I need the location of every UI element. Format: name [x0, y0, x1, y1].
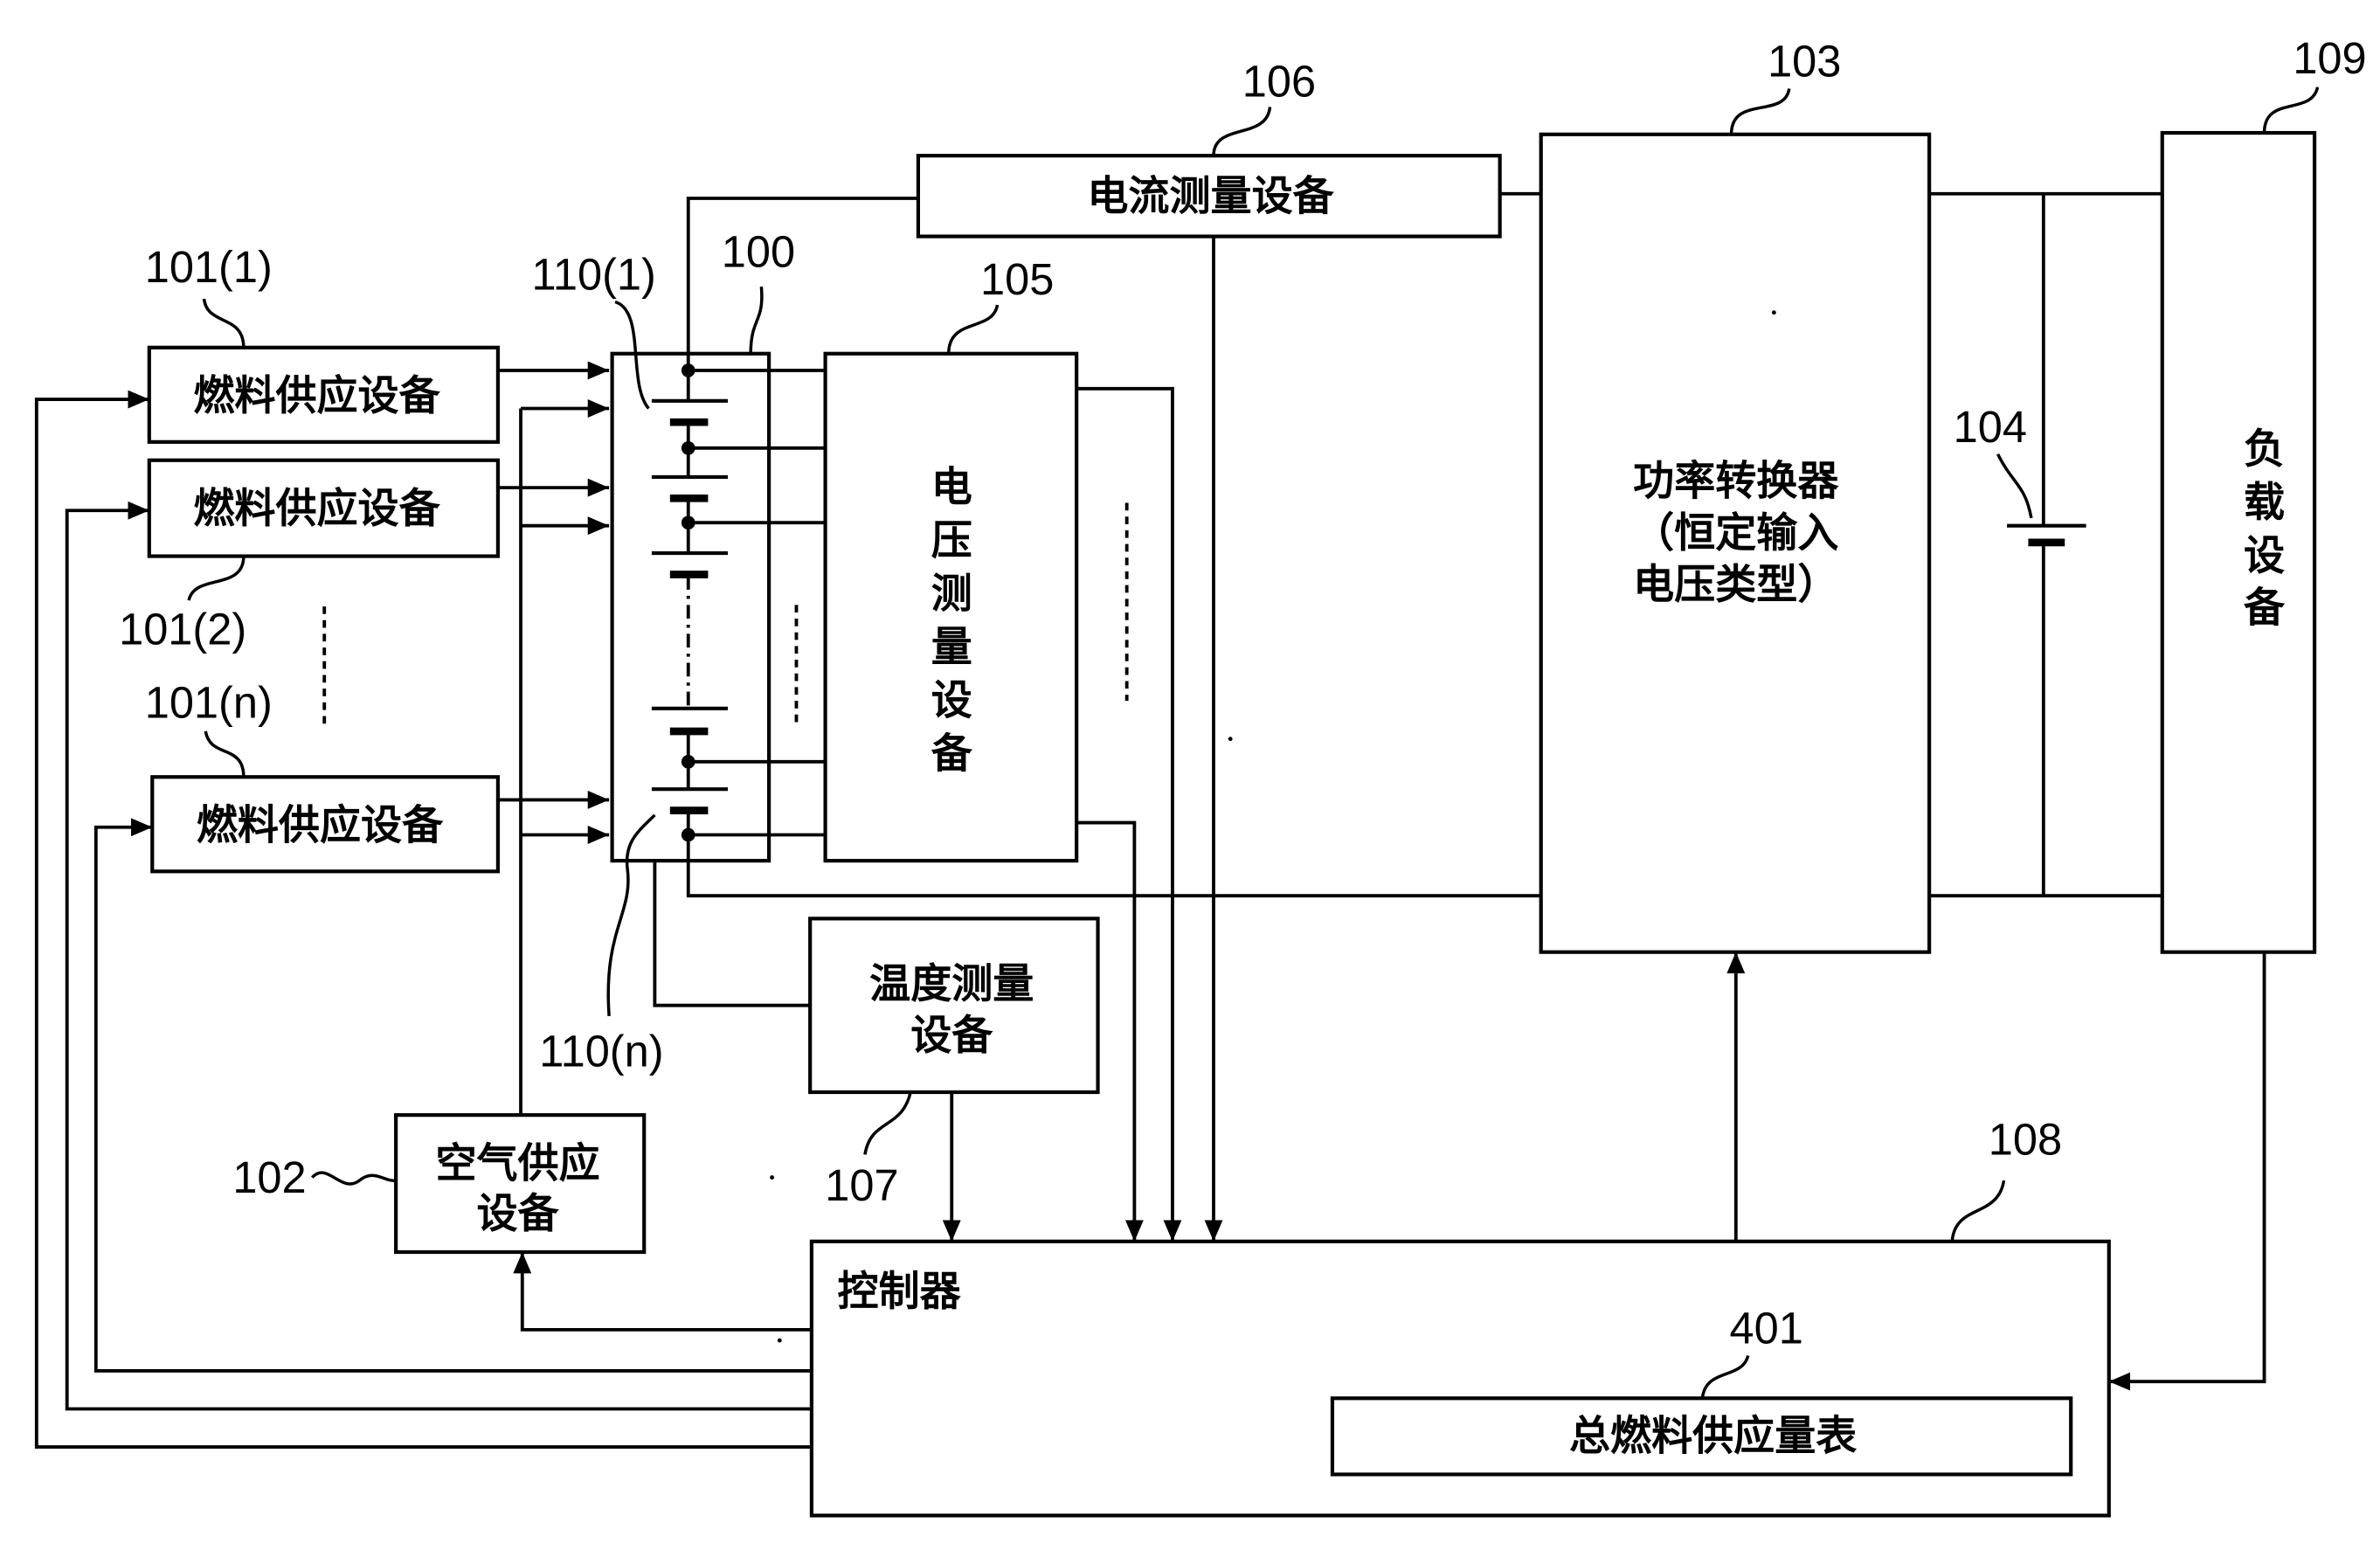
voltage-meter-block: 电 压 测 量 设 备 [823, 351, 1079, 863]
leader-108 [1950, 1180, 2006, 1242]
node-dot [681, 827, 695, 842]
air-supply-box [394, 1113, 647, 1255]
stack-box [610, 351, 771, 863]
air-supply-label-line-2: 设备 [476, 1190, 559, 1238]
power-converter-label-line-1: 功率转换器 [1633, 458, 1839, 506]
node-dot [681, 440, 695, 455]
ref-106: 106 [1242, 56, 1316, 106]
arrow-controller-to-fuel-n [93, 818, 812, 1373]
node-dot [681, 363, 695, 377]
leader-101-2 [187, 556, 246, 601]
fuel-supply-n-label: 燃料供应设备 [197, 802, 444, 850]
total-fuel-meter-label: 总燃料供应量表 [1569, 1412, 1857, 1460]
speck [1228, 737, 1233, 742]
leader-101-1 [202, 298, 246, 348]
speck [1771, 310, 1776, 315]
voltage-meter-char-1: 电 [931, 464, 972, 512]
voltage-meter-char-3: 测 [931, 571, 972, 619]
power-converter-label-line-3: 电压类型） [1633, 561, 1838, 609]
load-block: 负 载 设 备 [2160, 130, 2317, 954]
ref-104: 104 [1954, 402, 2027, 452]
voltage-meter-char-5: 设 [931, 677, 972, 725]
fuel-supply-2-box [147, 458, 500, 558]
load-box [2160, 130, 2317, 954]
fuel-supply-n-box [150, 775, 500, 874]
leader-103 [1729, 88, 1791, 135]
battery-104 [2007, 523, 2086, 547]
air-supply-block: 空气供应 设备 [394, 1113, 647, 1255]
leader-100 [749, 286, 764, 354]
ref-109: 109 [2293, 33, 2366, 83]
ref-105: 105 [980, 254, 1054, 304]
voltage-meter-box [823, 351, 1079, 863]
current-meter-block: 电流测量设备 [916, 154, 1502, 239]
air-supply-label-line-1: 空气供应 [435, 1139, 599, 1187]
ref-100: 100 [722, 226, 795, 276]
ref-101-n: 101(n) [145, 677, 273, 727]
ref-103: 103 [1768, 37, 1841, 86]
speck [777, 1338, 782, 1343]
ref-102: 102 [232, 1152, 306, 1202]
leader-110-n [606, 813, 656, 1016]
ref-101-2: 101(2) [119, 605, 246, 654]
node-dot [681, 516, 695, 530]
reference-numbers: 106 103 109 101(1) 110(1) 100 105 101(2)… [119, 33, 2367, 1353]
temperature-meter-block: 温度测量 设备 [808, 917, 1100, 1095]
leader-101-n [204, 730, 246, 778]
speck [770, 1175, 775, 1180]
leader-102 [310, 1171, 397, 1186]
connectors [34, 191, 2266, 1450]
voltage-meter-char-6: 备 [931, 730, 973, 778]
leader-401 [1700, 1354, 1750, 1399]
fuel-supply-1-box [147, 345, 500, 444]
node-dot [681, 754, 695, 769]
ref-108: 108 [1989, 1115, 2062, 1165]
power-converter-label-line-2: （恒定输入 [1633, 509, 1838, 557]
fuel-supply-2-label: 燃料供应设备 [193, 485, 440, 533]
ref-110-1: 110(1) [532, 250, 656, 300]
arrow-voltage-to-controller-1 [1076, 386, 1182, 1242]
temperature-meter-box [808, 917, 1100, 1095]
power-converter-box [1539, 132, 1932, 954]
leader-107 [863, 1091, 912, 1155]
fuel-supply-1-label: 燃料供应设备 [193, 372, 440, 420]
arrow-controller-to-fuel-2 [65, 501, 812, 1411]
current-meter-label: 电流测量设备 [1087, 173, 1334, 221]
arrow-controller-to-fuel-1 [34, 390, 812, 1450]
fuel-cell-stack-block [610, 351, 771, 863]
arrow-controller-to-air [513, 1252, 812, 1332]
voltage-meter-char-2: 压 [931, 517, 972, 565]
arrow-voltage-to-controller-2 [1076, 820, 1144, 1242]
leader-105 [947, 304, 1000, 354]
leader-110-1 [614, 300, 650, 410]
wire-stack-to-current-meter [686, 197, 918, 370]
controller-block: 控制器 总燃料供应量表 [809, 1239, 2111, 1518]
load-label-char-3: 设 [2244, 532, 2285, 580]
ref-107: 107 [825, 1160, 898, 1210]
leader-104 [1996, 453, 2033, 519]
ref-101-1: 101(1) [145, 242, 273, 292]
temperature-meter-label-line-1: 温度测量 [869, 960, 1034, 1008]
voltage-meter-char-4: 量 [931, 624, 972, 672]
total-fuel-meter-box [1330, 1396, 2073, 1477]
ref-401: 401 [1729, 1304, 1802, 1353]
arrow-load-to-controller [2108, 952, 2266, 1391]
wire-stack-to-temperature [653, 861, 811, 1007]
load-label-char-2: 载 [2244, 479, 2285, 527]
leader-109 [2262, 86, 2320, 134]
leader-lines [187, 86, 2320, 1399]
leader-106 [1212, 107, 1272, 156]
temperature-meter-label-line-2: 设备 [910, 1012, 993, 1060]
ref-110-n: 110(n) [539, 1026, 663, 1076]
fuel-supply-blocks: 燃料供应设备 燃料供应设备 燃料供应设备 [147, 345, 500, 874]
load-label-char-1: 负 [2244, 426, 2285, 474]
controller-label: 控制器 [838, 1268, 962, 1316]
load-label-char-4: 备 [2244, 584, 2286, 632]
scan-specks [770, 310, 1776, 1343]
power-converter-block: 功率转换器 （恒定输入 电压类型） [1539, 132, 1932, 954]
current-meter-box [916, 154, 1502, 239]
